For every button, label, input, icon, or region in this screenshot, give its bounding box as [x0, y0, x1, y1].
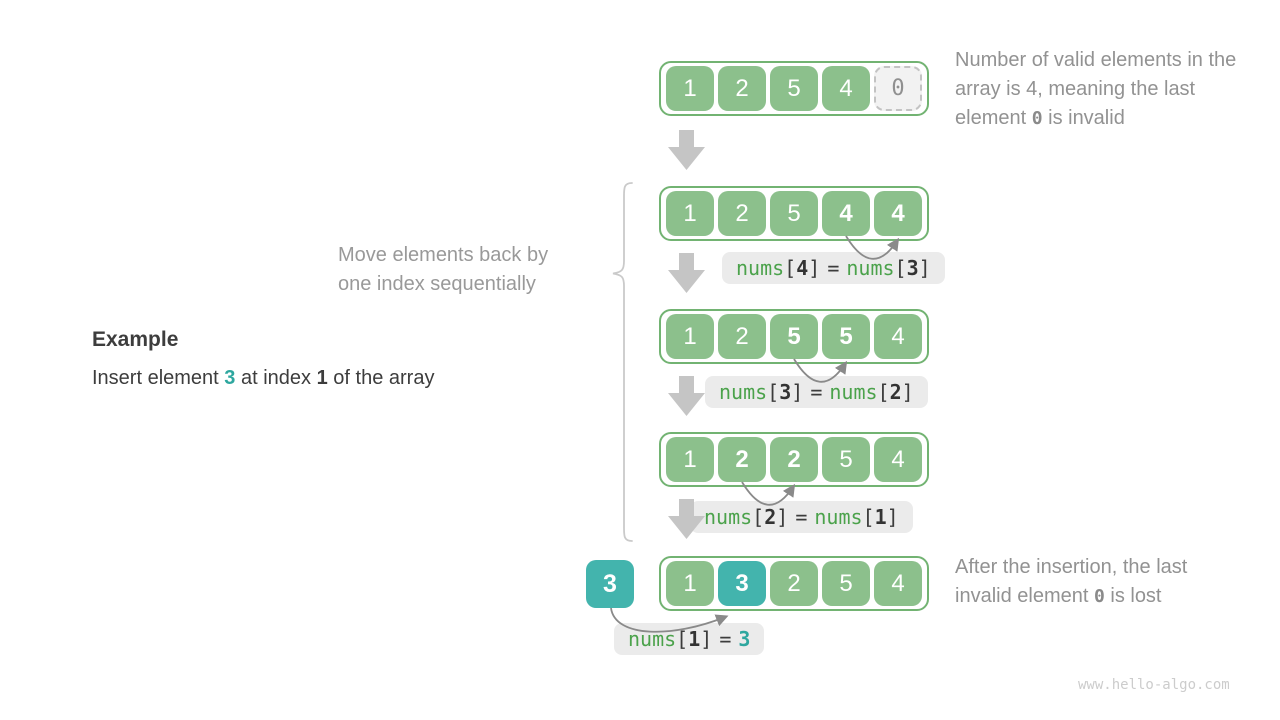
code-bracket: ] [791, 380, 804, 404]
array-cell-moved: 5 [770, 314, 818, 359]
code-fn: nums [814, 505, 863, 529]
example-text: at index [235, 367, 317, 389]
code-bracket: ] [700, 627, 713, 651]
code-index: 1 [874, 505, 887, 529]
note-text: is invalid [1042, 107, 1125, 129]
example-description: Insert element 3 at index 1 of the array [92, 367, 434, 390]
code-index: 2 [889, 380, 902, 404]
example-text: of the array [327, 367, 435, 389]
array-cell: 2 [718, 66, 766, 111]
array-cell: 1 [666, 314, 714, 359]
array-row-5: 1 3 2 5 4 [659, 556, 929, 611]
curve-arrow-icon [845, 235, 900, 260]
code-label: nums[4]=nums[3] [722, 252, 945, 284]
code-index: 4 [796, 256, 809, 280]
array-cell: 5 [822, 561, 870, 606]
code-index: 3 [906, 256, 919, 280]
array-cell: 5 [822, 437, 870, 482]
code-fn: nums [704, 505, 753, 529]
code-bracket: [ [676, 627, 689, 651]
array-cell-moved: 2 [770, 437, 818, 482]
code-value: 3 [738, 627, 751, 651]
array-row-2: 1 2 5 4 4 [659, 186, 929, 241]
note-after-insertion: After the insertion, the last invalid el… [955, 553, 1247, 611]
down-arrow-icon [668, 130, 705, 170]
array-cell: 1 [666, 191, 714, 236]
array-cell-inserted: 3 [718, 561, 766, 606]
code-equals: = [795, 505, 808, 529]
brace-icon [612, 182, 633, 542]
array-cell-moved: 5 [822, 314, 870, 359]
code-label: nums[2]=nums[1] [690, 501, 913, 533]
code-bracket: [ [767, 380, 780, 404]
code-bracket: [ [752, 505, 765, 529]
inserted-element: 3 [586, 560, 634, 608]
down-arrow-icon [668, 376, 705, 416]
array-cell: 2 [718, 314, 766, 359]
example-insert-value: 3 [224, 367, 236, 389]
array-cell: 4 [874, 437, 922, 482]
array-cell-invalid: 0 [874, 66, 922, 111]
example-heading: Example [92, 328, 179, 351]
code-zero: 0 [1031, 108, 1043, 129]
array-cell: 1 [666, 66, 714, 111]
watermark: www.hello-algo.com [1078, 677, 1230, 693]
code-fn: nums [829, 380, 878, 404]
code-equals: = [810, 380, 823, 404]
array-cell: 5 [770, 191, 818, 236]
array-row-3: 1 2 5 5 4 [659, 309, 929, 364]
code-bracket: [ [877, 380, 890, 404]
code-index: 2 [764, 505, 777, 529]
array-cell-moved: 4 [822, 191, 870, 236]
code-bracket: ] [918, 256, 931, 280]
code-bracket: ] [901, 380, 914, 404]
array-cell: 5 [770, 66, 818, 111]
code-fn: nums [736, 256, 785, 280]
array-cell: 2 [770, 561, 818, 606]
curve-arrow-icon [741, 481, 796, 506]
array-cell: 1 [666, 437, 714, 482]
note-valid-elements: Number of valid elements in the array is… [955, 46, 1247, 133]
array-row-1: 1 2 5 4 0 [659, 61, 929, 116]
array-cell: 1 [666, 561, 714, 606]
note-move-elements: Move elements back by one index sequenti… [338, 244, 549, 295]
code-fn: nums [846, 256, 895, 280]
code-index: 3 [779, 380, 792, 404]
code-bracket: ] [886, 505, 899, 529]
curve-arrow-icon [793, 358, 848, 383]
curve-arrow-icon [610, 607, 729, 633]
example-insert-index: 1 [316, 367, 328, 389]
array-cell-moved: 2 [718, 437, 766, 482]
code-zero: 0 [1093, 586, 1105, 607]
code-bracket: [ [894, 256, 907, 280]
code-bracket: [ [784, 256, 797, 280]
code-bracket: [ [862, 505, 875, 529]
code-fn: nums [719, 380, 768, 404]
note-text: After the insertion, the last invalid el… [955, 556, 1188, 607]
array-cell: 4 [874, 561, 922, 606]
example-text: Insert element [92, 367, 225, 389]
note-text: Number of valid elements in the array is… [955, 49, 1237, 129]
code-equals: = [827, 256, 840, 280]
array-cell: 2 [718, 191, 766, 236]
note-text: is lost [1104, 585, 1162, 607]
code-index: 1 [688, 627, 701, 651]
array-row-4: 1 2 2 5 4 [659, 432, 929, 487]
array-cell: 4 [822, 66, 870, 111]
code-equals: = [719, 627, 732, 651]
down-arrow-icon [668, 253, 705, 293]
array-cell-moved: 4 [874, 191, 922, 236]
array-cell: 4 [874, 314, 922, 359]
code-bracket: ] [776, 505, 789, 529]
down-arrow-icon [668, 499, 705, 539]
code-bracket: ] [808, 256, 821, 280]
